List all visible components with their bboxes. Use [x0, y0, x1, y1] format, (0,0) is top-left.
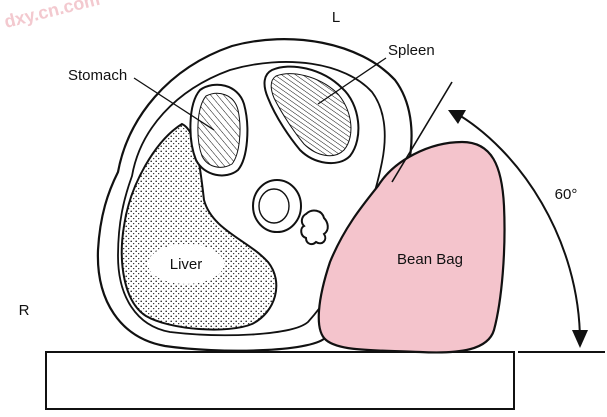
watermark-text: dxy.cn.com [2, 0, 102, 32]
bean-bag-label: Bean Bag [397, 251, 463, 268]
table-surface [46, 352, 514, 409]
kidney-inner [259, 189, 289, 223]
spleen-label: Spleen [388, 42, 435, 59]
stomach-lumen [198, 93, 240, 167]
angle-label: 60° [555, 186, 578, 203]
vertebra [301, 211, 328, 245]
liver-label: Liver [170, 256, 203, 273]
stomach-label: Stomach [68, 67, 127, 84]
orientation-left-label: L [332, 9, 340, 26]
orientation-right-label: R [19, 302, 30, 319]
angle-arrowhead-bottom [572, 330, 588, 348]
